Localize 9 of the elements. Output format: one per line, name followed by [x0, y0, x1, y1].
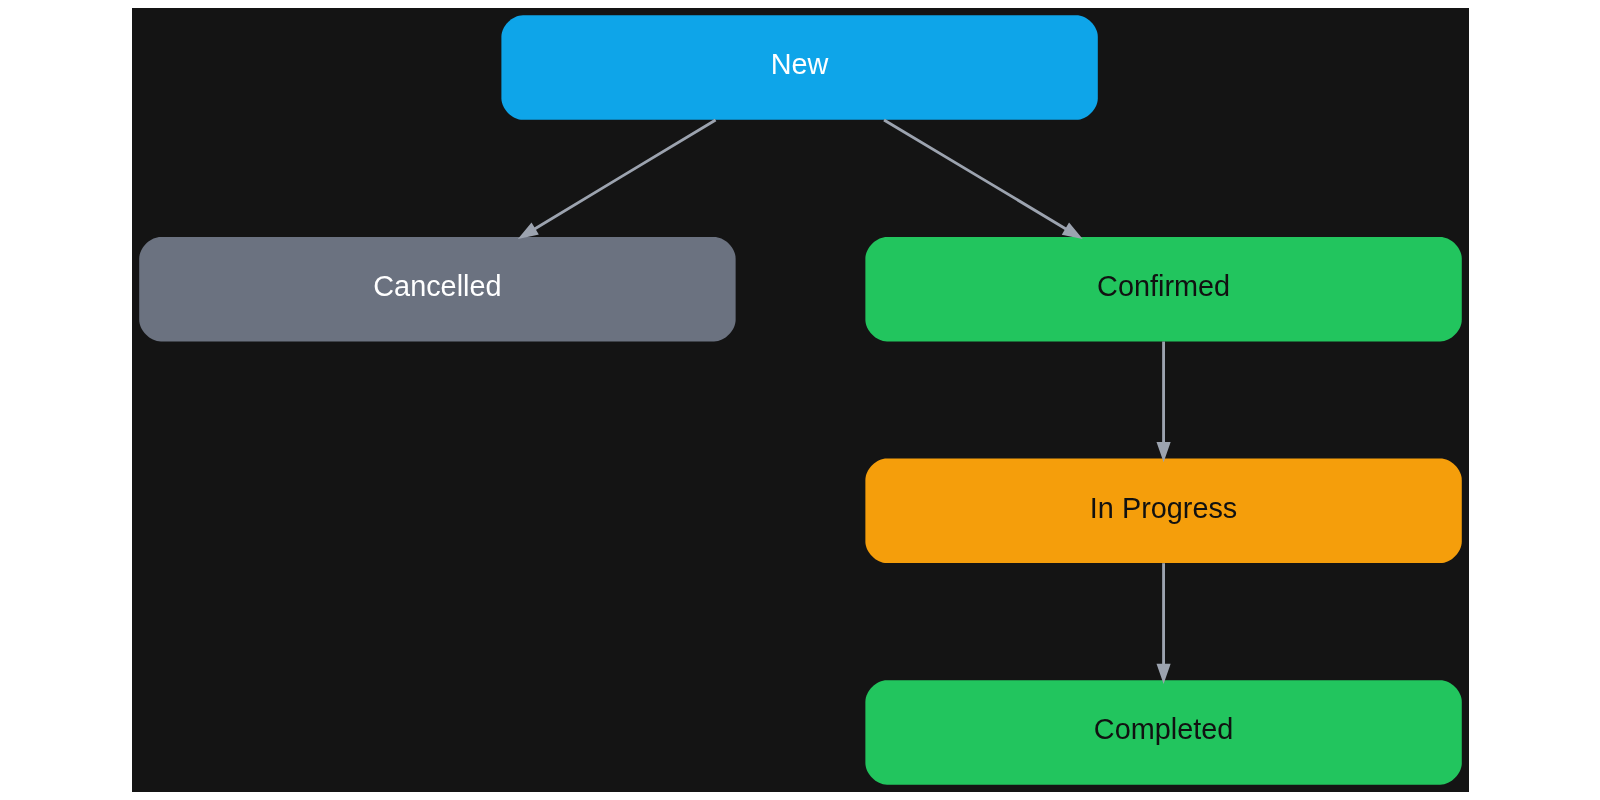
node-box: In Progress [864, 458, 1462, 564]
node-box: Cancelled [138, 236, 736, 342]
node-box: New [500, 15, 1098, 120]
arrow [1156, 341, 1171, 463]
node-box: Confirmed [864, 236, 1462, 342]
node-box: Completed [864, 680, 1462, 785]
arrow [1156, 563, 1171, 684]
arrow [882, 118, 1083, 239]
arrow [517, 118, 716, 239]
